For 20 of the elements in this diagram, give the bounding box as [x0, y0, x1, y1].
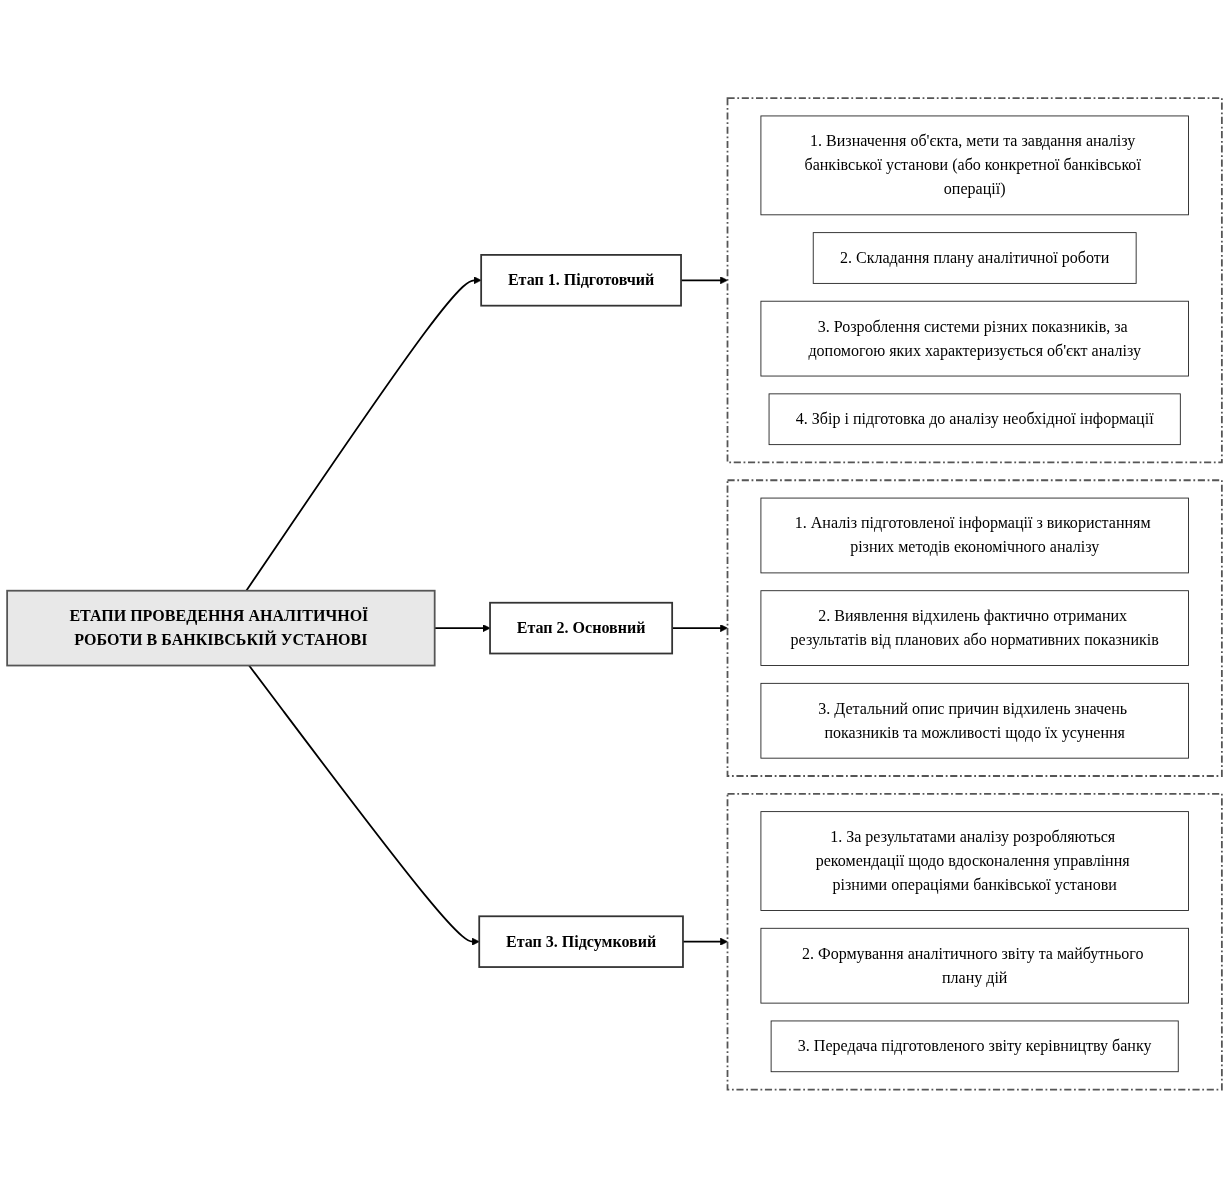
arrow [245, 276, 482, 592]
node-box: 3. Передача підготовленого звіту керівництву банку [770, 1020, 1179, 1072]
node-box: 1. Визначення об'єкта, мети та завдання аналізу банківської установи (або конкретної банківської операції) [760, 115, 1189, 215]
node-box: 2. Виявлення відхилень фактично отриманих результатів від планових або нормативних показників [760, 589, 1189, 666]
node-box: 2. Формування аналітичного звіту та майбутнього плану дій [760, 927, 1189, 1004]
cluster [726, 96, 1223, 463]
node-box: 3. Розроблення системи різних показників, за допомогою яких характеризується об'єкт аналізу [760, 300, 1189, 377]
node-box: 1. Аналіз підготовленої інформації з використанням різних методів економічного аналізу [760, 497, 1189, 573]
node-box: ЕТАПИ ПРОВЕДЕННЯ АНАЛІТИЧНОЇ РОБОТИ В БАНКІВСЬКІЙ УСТАНОВІ [6, 589, 436, 667]
cluster [726, 792, 1223, 1091]
node-box: 2. Складання плану аналітичної роботи [812, 231, 1137, 284]
node-box: Етап 3. Підсумковий [478, 915, 684, 968]
arrow [248, 664, 480, 946]
node-box: Етап 2. Основний [489, 601, 674, 655]
cluster [726, 479, 1223, 777]
node-box: 4. Збір і підготовка до аналізу необхідної інформації [768, 393, 1181, 445]
node-box: 3. Детальний опис причин відхилень значень показників та можливості щодо їх усунення [760, 682, 1189, 759]
arrow [682, 937, 728, 946]
node-box: 1. За результатами аналізу розробляються рекомендації щодо вдосконалення управління різними операціями банківської установи [760, 810, 1189, 911]
node-box: Етап 1. Підготовчий [480, 253, 682, 307]
